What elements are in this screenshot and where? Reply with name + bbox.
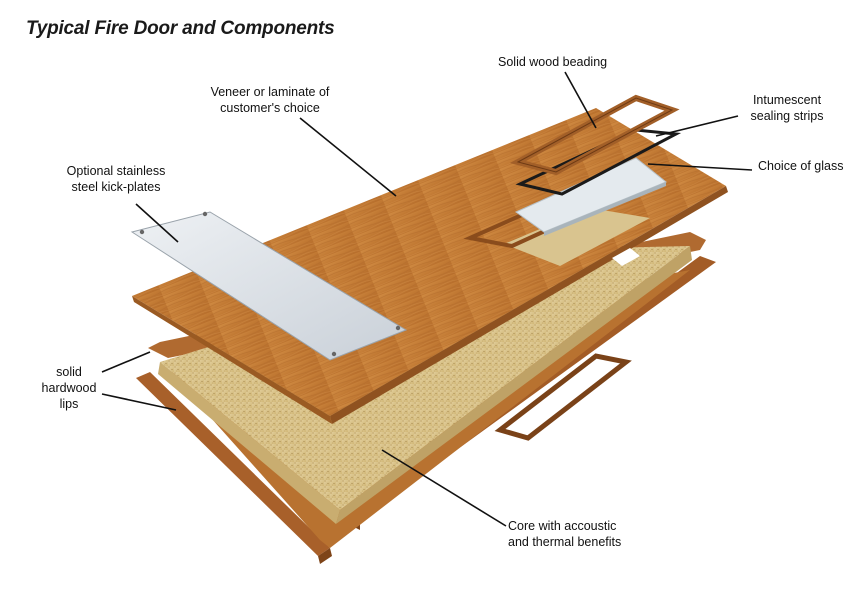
label-kickplate: Optional stainless steel kick-plates bbox=[66, 164, 166, 194]
stainless-kick-plate bbox=[130, 211, 408, 361]
leader-veneer bbox=[299, 117, 397, 197]
leader-lip-bottom bbox=[101, 393, 177, 411]
leader-kickplate bbox=[135, 203, 179, 243]
lower-glass-frame bbox=[494, 353, 632, 441]
diagram-title: Typical Fire Door and Components bbox=[26, 18, 335, 39]
leader-lip-top bbox=[101, 351, 151, 373]
label-glass: Choice of glass bbox=[758, 159, 844, 173]
leader-intumescent bbox=[655, 115, 739, 137]
hardwood-lip-front bbox=[136, 372, 332, 564]
label-intumescent: Intumescent sealing strips bbox=[750, 93, 824, 123]
door-core bbox=[158, 246, 692, 524]
label-core: Core with accoustic and thermal benefits bbox=[508, 519, 622, 549]
solid-wood-beading bbox=[509, 94, 680, 176]
label-beading: Solid wood beading bbox=[498, 55, 608, 69]
leader-core bbox=[381, 449, 507, 527]
leader-glass bbox=[647, 163, 753, 171]
leader-beading bbox=[564, 71, 597, 129]
vision-opening bbox=[504, 208, 650, 266]
label-lips: solid hardwood lips bbox=[41, 365, 97, 411]
label-veneer: Veneer or laminate of customer's choice bbox=[210, 85, 330, 115]
